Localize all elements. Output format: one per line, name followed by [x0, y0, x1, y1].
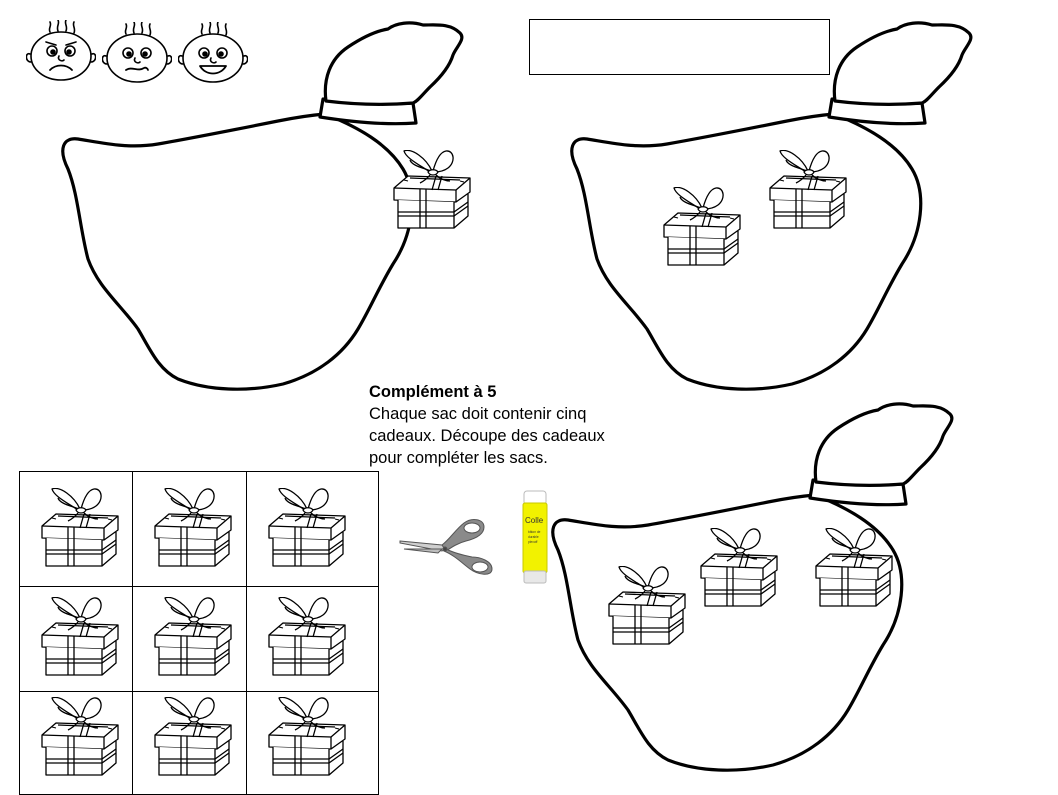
- glue-label: Colle: [525, 516, 544, 525]
- gift-icon: [265, 697, 350, 777]
- cutout-cell[interactable]: [247, 587, 379, 692]
- scissors-icon: [399, 519, 493, 575]
- sack-2: [567, 19, 1047, 394]
- cutout-cell[interactable]: [20, 587, 133, 692]
- gift-icon: [390, 150, 475, 230]
- svg-text:durable: durable: [528, 535, 539, 539]
- cutout-cell[interactable]: [133, 692, 247, 795]
- neutral-face-icon[interactable]: [102, 22, 172, 84]
- sack-1: [58, 19, 538, 394]
- gift-icon: [265, 488, 350, 568]
- instruction-line-3: pour compléter les sacs.: [369, 449, 548, 467]
- happy-face-icon[interactable]: [178, 22, 248, 84]
- svg-text:plexoff: plexoff: [528, 540, 537, 544]
- smiley-rating: [26, 20, 248, 86]
- gift-icon: [151, 597, 236, 677]
- gift-icon: [38, 697, 123, 777]
- gift-icon: [605, 566, 690, 646]
- name-box[interactable]: [529, 19, 830, 75]
- cutout-cell[interactable]: [133, 472, 247, 587]
- worksheet-title: Complément à 5: [369, 383, 497, 401]
- cutout-cell[interactable]: [133, 587, 247, 692]
- instructions: Complément à 5 Chaque sac doit contenir …: [369, 381, 669, 469]
- gift-icon: [151, 697, 236, 777]
- svg-text:bâton de: bâton de: [528, 530, 541, 534]
- gift-icon: [151, 488, 236, 568]
- cutout-cell[interactable]: [247, 472, 379, 587]
- gift-icon: [265, 597, 350, 677]
- gift-icon: [660, 187, 745, 267]
- sad-face-icon[interactable]: [26, 20, 96, 82]
- glue-stick-icon: Colle bâton de durable plexoff: [522, 490, 548, 584]
- instruction-line-2: cadeaux. Découpe des cadeaux: [369, 427, 605, 445]
- cutout-cell[interactable]: [247, 692, 379, 795]
- instruction-line-1: Chaque sac doit contenir cinq: [369, 405, 587, 423]
- gift-icon: [812, 528, 897, 608]
- cutout-grid: [19, 471, 379, 795]
- gift-icon: [38, 488, 123, 568]
- gift-icon: [697, 528, 782, 608]
- cutout-cell[interactable]: [20, 472, 133, 587]
- cutout-cell[interactable]: [20, 692, 133, 795]
- gift-icon: [766, 150, 851, 230]
- gift-icon: [38, 597, 123, 677]
